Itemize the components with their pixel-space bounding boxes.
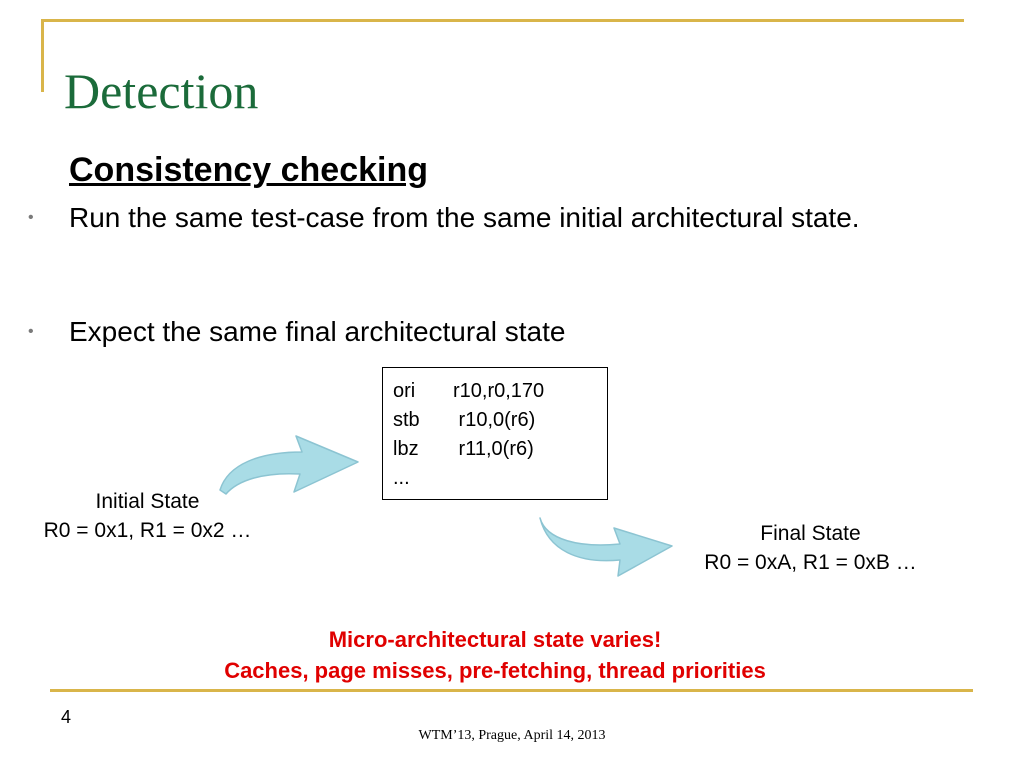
note-callout: Micro-architectural state varies! Caches… (150, 624, 840, 686)
section-heading: Consistency checking (69, 151, 429, 189)
bullet-item: • Run the same test-case from the same i… (28, 201, 958, 235)
final-state-label: Final State (760, 522, 861, 545)
code-opcode: stb (393, 409, 420, 431)
code-args: r11,0(r6) (453, 438, 534, 460)
code-opcode: lbz (393, 438, 419, 460)
code-box: ori r10,r0,170 stb r10,0(r6) lbz r11,0(r6… (382, 367, 608, 500)
frame-left-rule (41, 19, 44, 92)
note-line-1: Micro-architectural state varies! (328, 627, 662, 652)
curved-arrow-down-icon (539, 517, 673, 577)
code-opcode: ... (393, 467, 410, 489)
curved-arrow-up-icon (219, 435, 359, 495)
bullet-item: • Expect the same final architectural st… (28, 315, 958, 349)
initial-state: Initial State R0 = 0x1, R1 = 0x2 … (10, 487, 285, 545)
note-line-2: Caches, page misses, pre-fetching, threa… (224, 658, 766, 683)
code-args: r10,0(r6) (453, 409, 536, 431)
code-line: lbz r11,0(r6) (393, 435, 607, 464)
bullet-dot-icon: • (28, 209, 34, 226)
code-line: ori r10,r0,170 (393, 377, 607, 406)
slide-title: Detection (64, 63, 259, 119)
code-args: r10,r0,170 (453, 380, 545, 402)
initial-state-values: R0 = 0x1, R1 = 0x2 … (43, 519, 252, 542)
bullet-text: Expect the same final architectural stat… (69, 316, 566, 347)
frame-bottom-rule (50, 689, 973, 692)
footer-text: WTM’13, Prague, April 14, 2013 (418, 728, 606, 743)
initial-state-label: Initial State (95, 490, 200, 513)
bullet-text: Run the same test-case from the same ini… (69, 202, 860, 233)
frame-top-rule (41, 19, 964, 22)
code-line: ... (393, 464, 607, 493)
page-number: 4 (61, 707, 72, 727)
final-state: Final State R0 = 0xA, R1 = 0xB … (668, 519, 953, 577)
bullet-dot-icon: • (28, 323, 34, 340)
code-opcode: ori (393, 380, 416, 402)
code-line: stb r10,0(r6) (393, 406, 607, 435)
final-state-values: R0 = 0xA, R1 = 0xB … (704, 551, 917, 574)
